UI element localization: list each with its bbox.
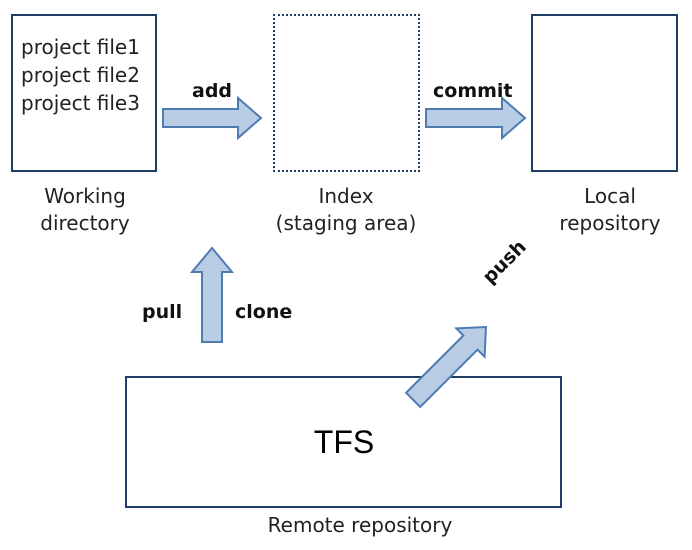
- local-repository-label-line1: Local: [584, 184, 636, 208]
- remote-repository-label: Remote repository: [230, 512, 490, 539]
- add-label: add: [192, 80, 233, 102]
- local-repository-label-line2: repository: [559, 211, 661, 235]
- push-arrow: [404, 325, 488, 409]
- index-label: Index (staging area): [256, 183, 436, 237]
- index-label-line1: Index: [318, 184, 374, 208]
- working-directory-label: Working directory: [25, 183, 145, 237]
- index-label-line2: (staging area): [275, 211, 417, 235]
- pull-clone-arrow: [189, 246, 235, 343]
- commit-label: commit: [433, 80, 513, 102]
- tfs-title: TFS: [313, 423, 375, 460]
- working-directory-box: [11, 14, 157, 172]
- remote-repository-label-text: Remote repository: [267, 513, 453, 537]
- file-item: project file3: [21, 91, 140, 115]
- pull-label: pull: [142, 301, 183, 323]
- file-item: project file2: [21, 63, 140, 87]
- working-directory-file-list: project file1 project file2 project file…: [21, 33, 140, 117]
- local-repository-label: Local repository: [545, 183, 675, 237]
- remote-repository-box: [125, 376, 562, 508]
- file-item: project file1: [21, 35, 140, 59]
- local-repository-box: [531, 14, 678, 172]
- working-directory-label-line1: Working: [44, 184, 126, 208]
- commit-arrow: [425, 95, 527, 141]
- add-arrow: [162, 95, 263, 141]
- index-box: [273, 14, 420, 172]
- working-directory-label-line2: directory: [40, 211, 130, 235]
- clone-label: clone: [235, 301, 293, 323]
